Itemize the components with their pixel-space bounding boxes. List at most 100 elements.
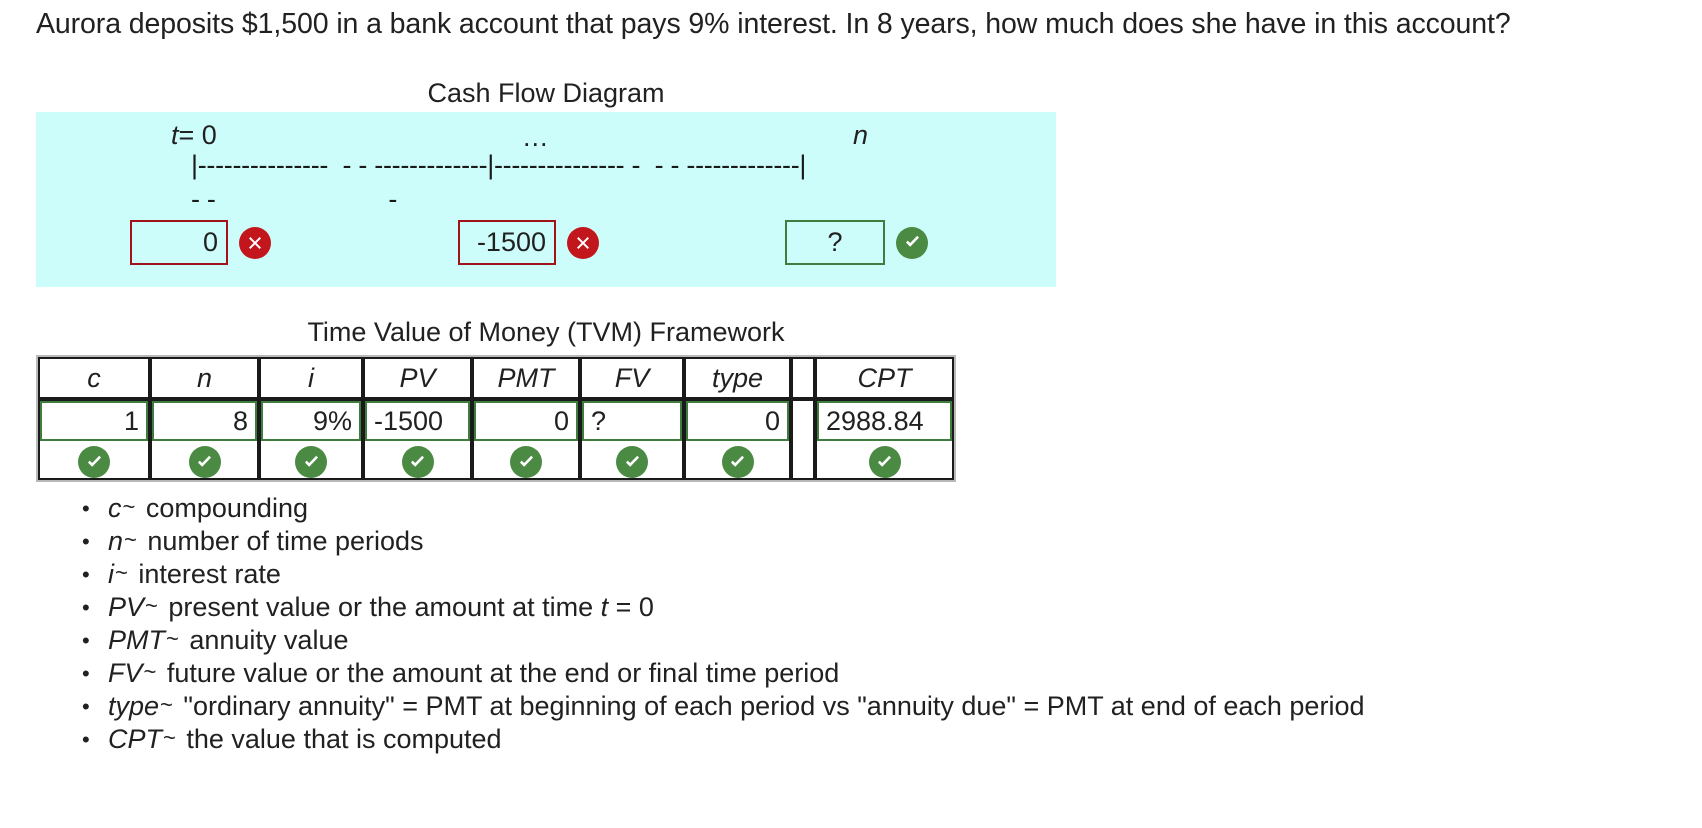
legend-symbol: FV — [108, 658, 143, 688]
tvm-status-pv — [365, 446, 470, 478]
tvm-value-row: 1 8 9% — [38, 399, 954, 480]
tvm-input-type[interactable]: 0 — [686, 401, 789, 441]
legend-text: the value that is computed — [178, 724, 502, 754]
legend-symbol: type — [108, 691, 160, 721]
cash-flow-entry-1: -1500 — [458, 220, 599, 265]
tvm-framework-table-wrapper: c n i PV PMT FV type CPT 1 8 — [36, 355, 956, 482]
cash-flow-input-1[interactable]: -1500 — [458, 220, 556, 265]
legend-suffix-symbol: t — [600, 592, 609, 622]
tvm-status-i — [261, 446, 361, 478]
legend-tilde: ~ — [124, 527, 137, 552]
tvm-input-pmt[interactable]: 0 — [474, 401, 578, 441]
list-item: type~ "ordinary annuity" = PMT at beginn… — [82, 690, 1365, 723]
tvm-cell-fv: ? — [580, 399, 684, 480]
timeline-end-label: n — [853, 120, 869, 150]
tvm-status-cpt — [817, 446, 952, 478]
check-circle-icon — [401, 446, 434, 478]
timeline-start-value: = 0 — [178, 120, 217, 150]
tvm-cell-spacer — [791, 399, 815, 480]
check-circle-icon — [868, 446, 901, 478]
legend-tilde: ~ — [143, 659, 157, 684]
tvm-status-pmt — [474, 446, 578, 478]
tvm-cell-n: 8 — [150, 399, 259, 480]
tvm-header-fv: FV — [580, 357, 684, 399]
cash-flow-input-2[interactable]: ? — [785, 220, 885, 265]
tvm-input-cpt[interactable]: 2988.84 — [817, 401, 952, 441]
question-prompt: Aurora deposits $1,500 in a bank account… — [36, 8, 1511, 40]
tvm-input-pv[interactable]: -1500 — [365, 401, 470, 441]
legend-tilde: ~ — [122, 494, 136, 519]
legend-symbol: i — [108, 559, 114, 589]
x-circle-icon — [567, 226, 599, 259]
check-circle-icon — [896, 226, 928, 259]
cash-flow-entry-2: ? — [785, 220, 928, 265]
timeline-middle-label: ... — [523, 122, 549, 152]
legend-symbol: n — [108, 526, 124, 556]
list-item: i~ interest rate — [82, 558, 1364, 591]
legend-text: compounding — [138, 493, 308, 523]
cash-flow-entry-0: 0 — [130, 220, 271, 265]
legend-tilde: ~ — [163, 725, 176, 750]
tvm-status-type — [686, 446, 789, 478]
list-item: FV~ future value or the amount at the en… — [82, 657, 1364, 690]
legend-text: number of time periods — [139, 526, 424, 556]
tvm-header-pmt: PMT — [472, 357, 580, 399]
cash-flow-input-0[interactable]: 0 — [130, 220, 228, 265]
tvm-cell-c: 1 — [38, 399, 150, 480]
check-circle-icon — [510, 446, 542, 478]
legend-text: interest rate — [130, 559, 281, 589]
tvm-status-c — [40, 446, 148, 478]
legend-symbol: c — [108, 493, 122, 523]
tvm-cell-i: 9% — [259, 399, 363, 480]
legend-symbol: PMT — [108, 625, 165, 655]
legend-tilde: ~ — [115, 560, 128, 585]
tvm-input-fv[interactable]: ? — [582, 401, 682, 441]
legend-text: "ordinary annuity" = PMT at beginning of… — [175, 691, 1365, 721]
tvm-cell-cpt: 2988.84 — [815, 399, 954, 480]
tvm-header-cpt: CPT — [815, 357, 954, 399]
list-item: CPT~ the value that is computed — [82, 723, 1364, 756]
legend-text: future value or the amount at the end or… — [159, 658, 840, 688]
list-item: c~ compounding — [82, 492, 1364, 525]
legend-text: annuity value — [181, 625, 349, 655]
timeline-tick-dashes: - - - — [191, 184, 398, 214]
check-circle-icon — [295, 446, 327, 478]
tvm-header-c: c — [38, 357, 150, 399]
list-item: PV~ present value or the amount at time … — [82, 591, 1364, 624]
tvm-cell-type: 0 — [684, 399, 791, 480]
legend-symbol: CPT — [108, 724, 162, 754]
tvm-status-n — [152, 446, 257, 478]
cash-flow-diagram-panel: t= 0 ... n |--------------- - - --------… — [36, 112, 1056, 287]
legend-text: present value or the amount at time — [160, 592, 601, 622]
tvm-header-spacer — [791, 357, 815, 399]
timeline-start-symbol: t — [171, 120, 179, 150]
tvm-header-pv: PV — [363, 357, 472, 399]
check-circle-icon — [78, 446, 110, 478]
legend-symbol: PV — [108, 592, 145, 622]
check-circle-icon — [616, 446, 648, 478]
tvm-input-n[interactable]: 8 — [152, 401, 257, 441]
list-item: PMT~ annuity value — [82, 624, 1364, 657]
tvm-input-i[interactable]: 9% — [261, 401, 361, 441]
tvm-input-c[interactable]: 1 — [40, 401, 148, 441]
legend-tilde: ~ — [160, 692, 173, 717]
timeline-start-label: t= 0 — [171, 120, 217, 150]
tvm-header-row: c n i PV PMT FV type CPT — [38, 357, 954, 399]
cash-flow-diagram-title: Cash Flow Diagram — [427, 78, 665, 108]
legend-tilde: ~ — [166, 626, 179, 651]
tvm-header-i: i — [259, 357, 363, 399]
tvm-header-type: type — [684, 357, 791, 399]
timeline-axis: |--------------- - - -------------|-----… — [191, 150, 807, 180]
tvm-cell-pmt: 0 — [472, 399, 580, 480]
check-circle-icon — [188, 446, 221, 478]
tvm-legend-list: c~ compounding n~ number of time periods… — [72, 492, 1364, 756]
tvm-cell-pv: -1500 — [363, 399, 472, 480]
tvm-framework-table: c n i PV PMT FV type CPT 1 8 — [36, 355, 956, 482]
tvm-framework-title: Time Value of Money (TVM) Framework — [307, 317, 785, 347]
legend-tilde: ~ — [145, 593, 158, 618]
check-circle-icon — [721, 446, 754, 478]
legend-suffix-text: = 0 — [608, 592, 654, 622]
list-item: n~ number of time periods — [82, 525, 1364, 558]
x-circle-icon — [239, 226, 271, 259]
tvm-header-n: n — [150, 357, 259, 399]
